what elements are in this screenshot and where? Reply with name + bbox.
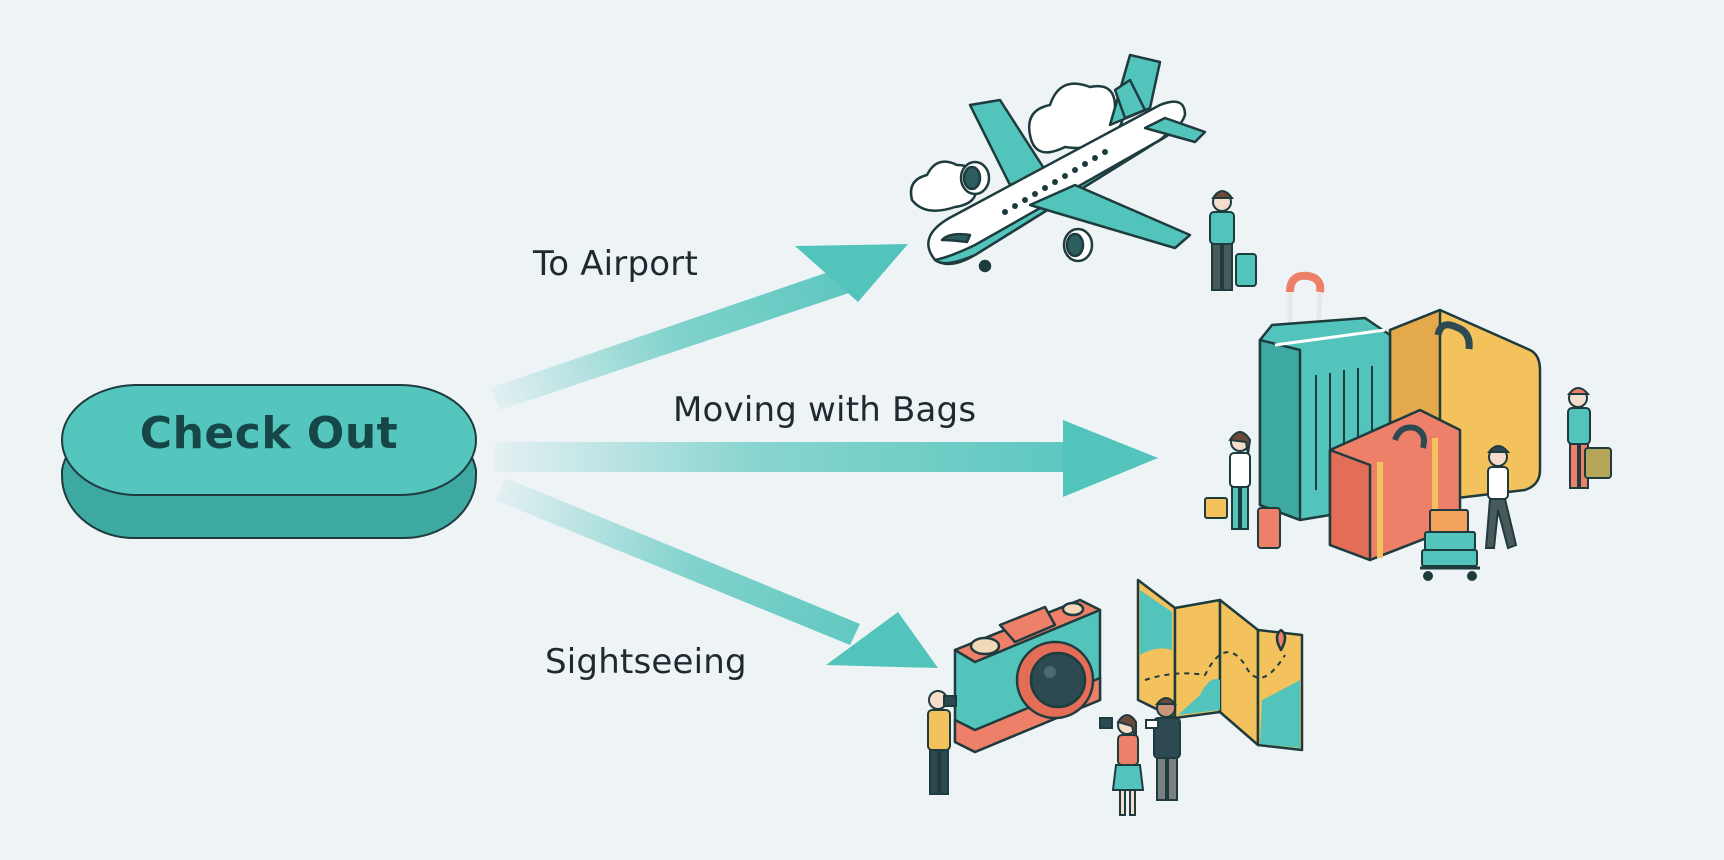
branch-label-sightseeing: Sightseeing — [545, 642, 747, 682]
arrow-to-airport — [490, 244, 908, 410]
arrow-sightseeing — [495, 478, 938, 668]
airplane-illustration — [909, 53, 1207, 273]
traveler-figure-woman — [1204, 431, 1281, 549]
tourist-photographer — [927, 690, 957, 795]
map-illustration — [1136, 578, 1304, 752]
camera-illustration — [953, 598, 1102, 754]
traveler-figure — [1209, 190, 1257, 291]
branch-label-to-airport: To Airport — [533, 244, 698, 284]
location-pin-icon — [1275, 628, 1287, 652]
tourist-man — [1145, 697, 1181, 801]
tourist-woman — [1099, 714, 1145, 816]
traveler-figure-cart — [1420, 445, 1518, 581]
check-out-label: Check Out — [139, 408, 399, 459]
check-out-node — [60, 384, 478, 539]
branch-label-moving-with-bags: Moving with Bags — [673, 390, 977, 430]
traveler-figure-phone — [1566, 387, 1612, 489]
arrow-moving-with-bags — [495, 420, 1158, 497]
